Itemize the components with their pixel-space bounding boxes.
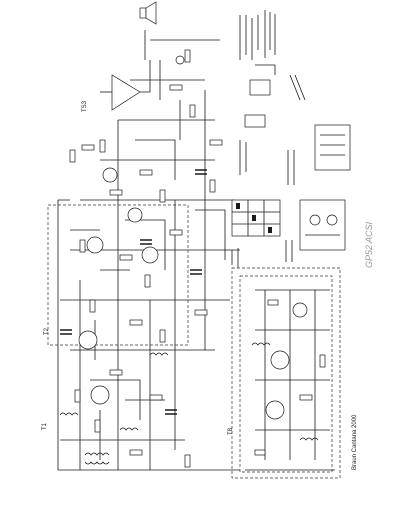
label-t8: T8 — [228, 427, 234, 435]
label-ts3: TS3 — [82, 100, 88, 112]
legend-tables — [231, 64, 351, 251]
label-t1: T1 — [42, 422, 48, 430]
transistors-left — [78, 167, 159, 405]
label-t2: T2 — [44, 327, 50, 335]
output-amplifier — [100, 1, 196, 118]
coil-groups — [59, 352, 169, 465]
passive-components — [60, 139, 223, 468]
shield-box-left — [47, 204, 189, 346]
caption-label: Braun Cantana 2000 — [352, 414, 358, 470]
legend-fine-print — [231, 10, 295, 268]
tuner-module — [231, 267, 341, 479]
title-label: GP52 ACSI — [364, 221, 374, 268]
